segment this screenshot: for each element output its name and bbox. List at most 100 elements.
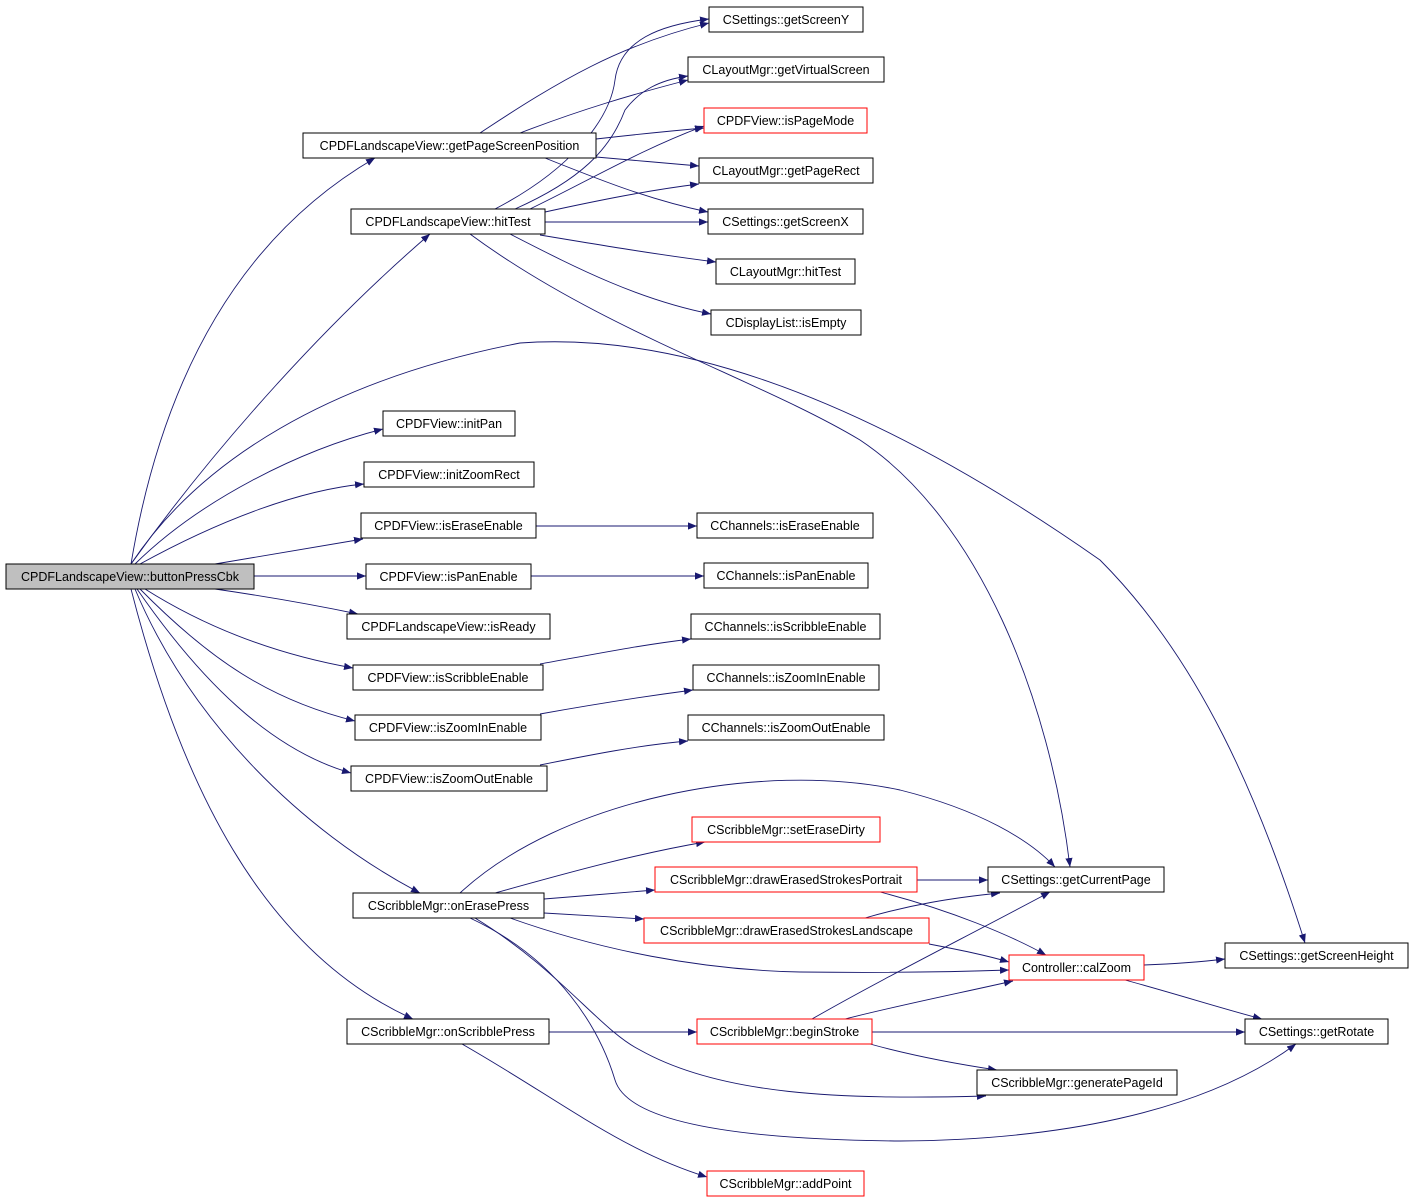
node-label: CScribbleMgr::setEraseDirty (707, 823, 865, 837)
edge-isScribbleEnable-to-chIsScribbleEnable (539, 636, 692, 665)
node-isZoomOutEnable[interactable]: CPDFView::isZoomOutEnable (350, 765, 548, 792)
node-isScribbleEnable[interactable]: CPDFView::isScribbleEnable (352, 664, 544, 691)
node-calZoom[interactable]: Controller::calZoom (1008, 954, 1145, 981)
node-label: CSettings::getScreenHeight (1239, 949, 1394, 963)
node-drawErasedPortrait[interactable]: CScribbleMgr::drawErasedStrokesPortrait (654, 866, 918, 893)
edge-hitTest-to-getScreenY (494, 16, 710, 210)
node-isReady[interactable]: CPDFLandscapeView::isReady (346, 613, 551, 640)
node-label: CPDFLandscapeView::getPageScreenPosition (320, 139, 580, 153)
node-box (643, 917, 930, 944)
node-initPan[interactable]: CPDFView::initPan (382, 410, 516, 437)
edge-onErasePress-to-getRotate (469, 917, 1297, 1142)
node-isPageMode[interactable]: CPDFView::isPageMode (703, 107, 868, 134)
edge-root-to-isZoomOutEnable (136, 588, 352, 774)
node-chIsZoomInEnable[interactable]: CChannels::isZoomInEnable (692, 664, 880, 691)
edge-getPageScreenPosition-to-isPageMode (595, 125, 705, 140)
node-box (703, 562, 869, 589)
node-beginStroke[interactable]: CScribbleMgr::beginStroke (696, 1018, 873, 1045)
node-chIsScribbleEnable[interactable]: CChannels::isScribbleEnable (690, 613, 881, 640)
node-drawErasedLandscape[interactable]: CScribbleMgr::drawErasedStrokesLandscape (643, 917, 930, 944)
edge-onErasePress-to-getCurrentPage (459, 779, 1056, 894)
edge-drawErasedLandscape-to-calZoom (928, 943, 1010, 963)
node-label: CPDFLandscapeView::buttonPressCbk (21, 570, 240, 584)
node-label: CChannels::isZoomInEnable (706, 671, 865, 685)
node-box (350, 765, 548, 792)
edge-getPageScreenPosition-to-getScreenY (479, 21, 710, 134)
node-box (5, 563, 255, 590)
node-onErasePress[interactable]: CScribbleMgr::onErasePress (352, 892, 545, 919)
node-label: CPDFLandscapeView::hitTest (365, 215, 531, 229)
edge-root-to-isReady (214, 588, 359, 616)
node-box (346, 613, 551, 640)
node-label: CPDFView::isEraseEnable (374, 519, 522, 533)
edge-onErasePress-to-setEraseDirty (494, 839, 706, 894)
node-label: CSettings::getRotate (1259, 1025, 1374, 1039)
node-initZoomRect[interactable]: CPDFView::initZoomRect (363, 461, 535, 488)
node-box (1008, 954, 1145, 981)
node-label: CDisplayList::isEmpty (726, 316, 848, 330)
edge-onErasePress-to-calZoom (509, 917, 1010, 974)
node-box (1224, 942, 1409, 969)
node-box (350, 208, 546, 235)
node-getScreenHeight[interactable]: CSettings::getScreenHeight (1224, 942, 1409, 969)
edge-root-to-initZoomRect (139, 481, 365, 565)
edge-hitTest-to-getPageRect (544, 181, 700, 213)
node-label: CScribbleMgr::drawErasedStrokesPortrait (670, 873, 903, 887)
edge-onScribblePress-to-addPoint (461, 1043, 708, 1178)
node-generatePageId[interactable]: CScribbleMgr::generatePageId (976, 1069, 1178, 1096)
node-box (696, 1018, 873, 1045)
node-label: CLayoutMgr::getPageRect (712, 164, 860, 178)
node-root[interactable]: CPDFLandscapeView::buttonPressCbk (5, 563, 255, 590)
node-label: CPDFView::isPageMode (717, 114, 854, 128)
node-label: CSettings::getScreenX (722, 215, 849, 229)
node-addPoint[interactable]: CScribbleMgr::addPoint (706, 1170, 865, 1197)
node-box (690, 613, 881, 640)
node-isEmpty[interactable]: CDisplayList::isEmpty (710, 309, 862, 336)
node-getPageRect[interactable]: CLayoutMgr::getPageRect (698, 157, 874, 184)
node-label: CChannels::isPanEnable (717, 569, 856, 583)
node-label: CPDFView::isZoomInEnable (369, 721, 527, 735)
node-onScribblePress[interactable]: CScribbleMgr::onScribblePress (346, 1018, 550, 1045)
node-getScreenX[interactable]: CSettings::getScreenX (707, 208, 864, 235)
edge-getPageScreenPosition-to-getScreenX (544, 157, 709, 214)
node-box (687, 56, 885, 83)
node-box (698, 157, 874, 184)
node-box (715, 258, 856, 285)
edge-root-to-isEraseEnable (214, 536, 364, 565)
node-getPageScreenPosition[interactable]: CPDFLandscapeView::getPageScreenPosition (302, 132, 597, 159)
edge-root-to-hitTest (130, 233, 431, 565)
node-isZoomInEnable[interactable]: CPDFView::isZoomInEnable (354, 714, 542, 741)
node-label: CPDFView::initPan (396, 417, 502, 431)
node-getScreenY[interactable]: CSettings::getScreenY (708, 6, 864, 33)
edge-root-to-onScribblePress (130, 588, 414, 1020)
edge-isZoomInEnable-to-chIsZoomInEnable (539, 687, 694, 715)
node-label: CPDFView::isPanEnable (379, 570, 517, 584)
node-box (707, 208, 864, 235)
node-hitTest[interactable]: CPDFLandscapeView::hitTest (350, 208, 546, 235)
node-layoutHitTest[interactable]: CLayoutMgr::hitTest (715, 258, 856, 285)
node-chIsEraseEnable[interactable]: CChannels::isEraseEnable (696, 512, 874, 539)
node-isEraseEnable[interactable]: CPDFView::isEraseEnable (360, 512, 537, 539)
node-label: CScribbleMgr::beginStroke (710, 1025, 859, 1039)
node-box (363, 461, 535, 488)
node-getRotate[interactable]: CSettings::getRotate (1244, 1018, 1389, 1045)
node-getVirtualScreen[interactable]: CLayoutMgr::getVirtualScreen (687, 56, 885, 83)
edge-beginStroke-to-getCurrentPage (811, 891, 1051, 1020)
node-label: CPDFView::isZoomOutEnable (365, 772, 533, 786)
node-box (354, 714, 542, 741)
node-box (708, 6, 864, 33)
edge-drawErasedLandscape-to-getCurrentPage (864, 890, 1001, 919)
node-setEraseDirty[interactable]: CScribbleMgr::setEraseDirty (691, 816, 881, 843)
node-box (1244, 1018, 1389, 1045)
edge-calZoom-to-getRotate (1124, 979, 1263, 1021)
node-isPanEnable[interactable]: CPDFView::isPanEnable (365, 563, 532, 590)
node-chIsZoomOutEnable[interactable]: CChannels::isZoomOutEnable (687, 714, 885, 741)
edge-drawErasedPortrait-to-calZoom (879, 891, 1047, 956)
edge-getPageScreenPosition-to-getPageRect (595, 156, 700, 169)
node-box (687, 714, 885, 741)
node-chIsPanEnable[interactable]: CChannels::isPanEnable (703, 562, 869, 589)
node-getCurrentPage[interactable]: CSettings::getCurrentPage (987, 866, 1165, 893)
edge-root-to-getScreenHeight (130, 341, 1306, 944)
node-label: CScribbleMgr::generatePageId (991, 1076, 1163, 1090)
edge-root-to-getPageScreenPosition (130, 157, 376, 565)
